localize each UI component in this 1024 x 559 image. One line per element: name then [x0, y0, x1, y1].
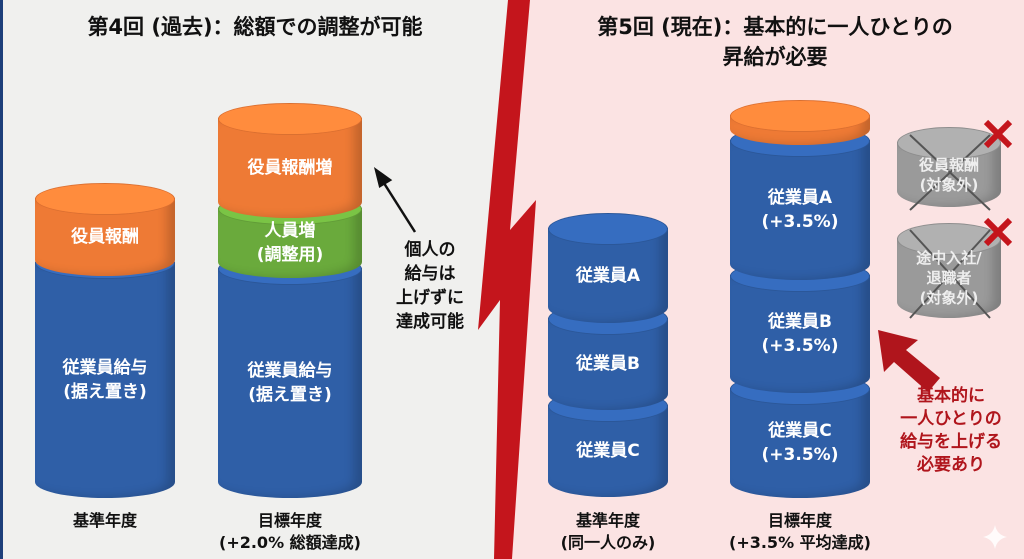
divider: [478, 0, 536, 559]
target-employee-b: 従業員B(+3.5%): [730, 275, 870, 393]
target-exec-cap: [730, 115, 870, 145]
base-staff-segment: 従業員給与(据え置き): [35, 262, 175, 498]
target-employee-c: 従業員C(+3.5%): [730, 388, 870, 498]
right-target-label: 目標年度(+3.5% 平均達成): [729, 511, 871, 552]
headcount-increase-segment: 人員増(調整用): [218, 208, 362, 278]
left-title: 第4回 (過去)：総額での調整が可能: [87, 15, 423, 39]
right-base-label: 基準年度(同一人のみ): [560, 511, 656, 552]
base-employee-b: 従業員B: [548, 318, 668, 410]
excluded-midyear: 途中入社/退職者(対象外): [897, 238, 1001, 318]
left-note: 個人の給与は上げずに達成可能: [396, 240, 464, 332]
target-staff-segment: 従業員給与(据え置き): [218, 268, 362, 498]
base-employee-c: 従業員C: [548, 405, 668, 497]
excluded-exec: 役員報酬(対象外): [897, 142, 1001, 207]
exec-increase-segment: 役員報酬増: [218, 118, 362, 218]
target-year-label: 目標年度(+2.0% 総額達成): [219, 511, 361, 552]
base-exec-segment: 役員報酬: [35, 198, 175, 276]
base-year-label: 基準年度: [72, 511, 137, 530]
base-employee-a: 従業員A: [548, 228, 668, 323]
right-note: 基本的に一人ひとりの給与を上げる必要あり: [900, 386, 1002, 475]
right-title: 第5回 (現在)：基本的に一人ひとりの昇給が必要: [597, 15, 953, 69]
target-employee-a: 従業員A(+3.5%): [730, 140, 870, 280]
